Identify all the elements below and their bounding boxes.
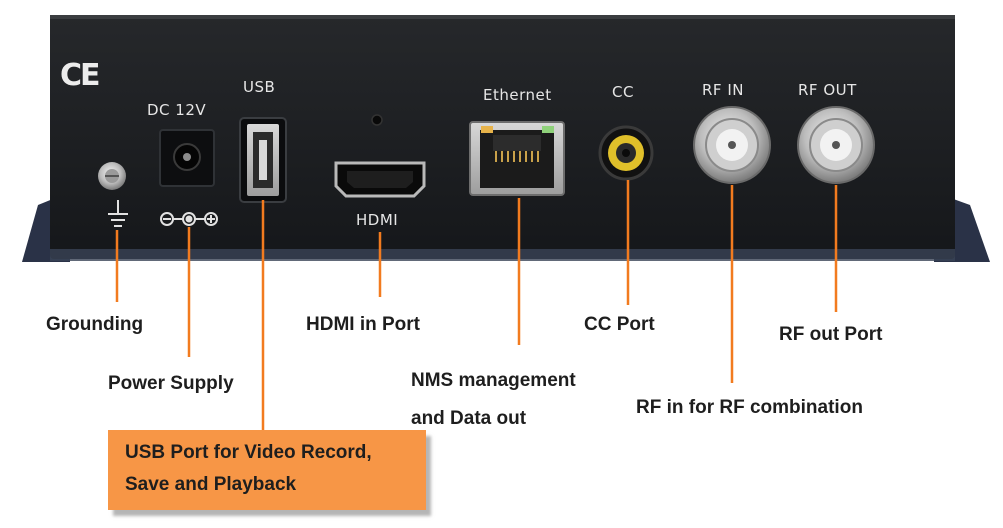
usb-port[interactable] [239, 117, 287, 203]
cc-rca-port[interactable] [598, 125, 654, 181]
indicator-hole [371, 114, 383, 126]
ethernet-port[interactable] [469, 121, 565, 196]
callout-rf-in: RF in for RF combination [636, 397, 863, 418]
hdmi-port[interactable] [334, 161, 426, 198]
rf-out-connector[interactable] [797, 106, 875, 184]
callout-nms-line2: and Data out [411, 408, 527, 429]
callout-nms-management: NMS management and Data out [411, 362, 576, 438]
panel-label-ethernet: Ethernet [483, 86, 552, 104]
callout-nms-line1: NMS management [411, 370, 576, 391]
panel-label-rf-in: RF IN [702, 81, 744, 99]
panel-label-usb: USB [243, 78, 276, 96]
ce-mark: CE [60, 58, 100, 93]
callout-rf-out-port: RF out Port [779, 324, 883, 345]
usb-box-line2: Save and Playback [125, 474, 297, 495]
callout-grounding: Grounding [46, 314, 144, 335]
usb-box-line1: USB Port for Video Record, [125, 442, 372, 463]
ground-symbol-icon [108, 200, 128, 227]
usb-feature-box: USB Port for Video Record, Save and Play… [108, 430, 426, 510]
panel-label-dc: DC 12V [147, 101, 207, 119]
callout-power-supply: Power Supply [108, 373, 234, 394]
polarity-symbol-icon [160, 212, 218, 226]
panel-label-rf-out: RF OUT [798, 81, 857, 99]
callout-hdmi-in-port: HDMI in Port [306, 314, 420, 335]
device-rear-panel [22, 15, 990, 262]
dc-power-jack[interactable] [159, 129, 215, 187]
callout-cc-port: CC Port [584, 314, 655, 335]
grounding-screw-icon [98, 162, 126, 190]
panel-label-hdmi: HDMI [356, 211, 399, 229]
panel-label-cc: CC [612, 83, 634, 101]
rf-in-connector[interactable] [693, 106, 771, 184]
